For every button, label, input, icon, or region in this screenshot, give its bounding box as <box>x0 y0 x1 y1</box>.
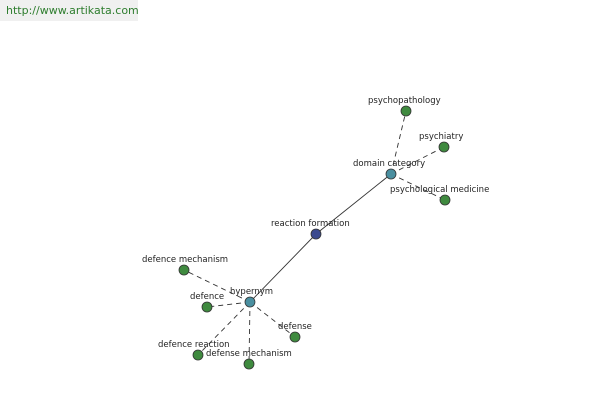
node-defense-mechanism[interactable] <box>243 358 255 370</box>
label-psychiatry[interactable]: psychiatry <box>419 132 463 142</box>
label-domain-category[interactable]: domain category <box>353 159 425 169</box>
label-hypernym[interactable]: hypernym <box>230 287 273 297</box>
edge-hypernym-to-defense-mechanism <box>248 301 251 365</box>
edge-hypernym-to-defence <box>206 301 251 308</box>
edge-hypernym-to-defense <box>249 301 296 338</box>
label-defense[interactable]: defense <box>278 322 312 332</box>
url-banner: http://www.artikata.com <box>0 0 139 21</box>
edge-domain-category-to-psychiatry <box>390 146 445 175</box>
edge-reaction-formation-to-hypernym <box>249 233 317 303</box>
label-defense-mechanism[interactable]: defense mechanism <box>206 349 292 359</box>
label-defence[interactable]: defence <box>190 292 224 302</box>
edge-domain-category-to-psychopathology <box>390 110 407 175</box>
node-domain-category[interactable] <box>385 168 397 180</box>
node-defence[interactable] <box>201 301 213 313</box>
node-defense[interactable] <box>289 331 301 343</box>
node-psychiatry[interactable] <box>438 141 450 153</box>
edge-hypernym-to-defence-reaction <box>197 301 251 356</box>
label-psychopathology[interactable]: psychopathology <box>368 96 441 106</box>
label-psychological-medicine[interactable]: psychological medicine <box>390 185 489 195</box>
node-reaction-formation[interactable] <box>310 228 322 240</box>
nodes-layer <box>178 105 451 370</box>
node-psychological-medicine[interactable] <box>439 194 451 206</box>
node-defence-reaction[interactable] <box>192 349 204 361</box>
edges-layer <box>183 110 446 365</box>
label-defence-mechanism[interactable]: defence mechanism <box>142 255 228 265</box>
edge-domain-category-to-psychological-medicine <box>390 173 446 201</box>
label-defence-reaction[interactable]: defence reaction <box>158 340 230 350</box>
edge-hypernym-to-defence-mechanism <box>183 269 251 303</box>
node-hypernym[interactable] <box>244 296 256 308</box>
node-defence-mechanism[interactable] <box>178 264 190 276</box>
edge-reaction-formation-to-domain-category <box>315 173 392 235</box>
labels-layer: reaction formation domain category hyperny… <box>142 96 489 359</box>
node-psychopathology[interactable] <box>400 105 412 117</box>
label-reaction-formation[interactable]: reaction formation <box>271 219 350 229</box>
